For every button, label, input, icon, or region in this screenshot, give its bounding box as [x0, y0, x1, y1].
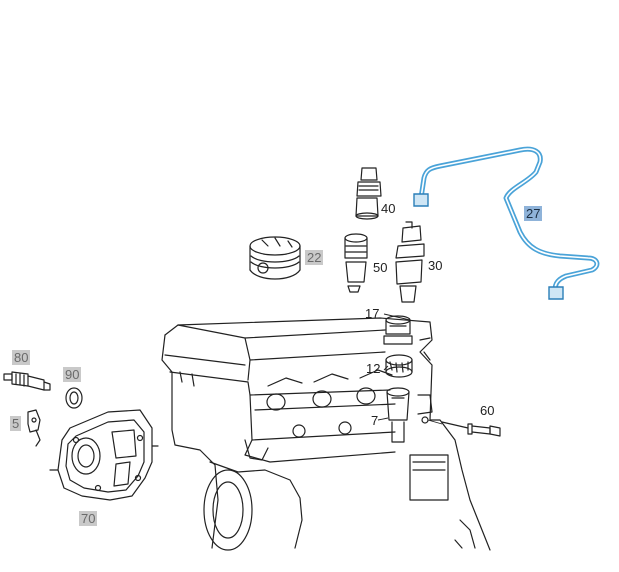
injector-30-drawing	[395, 221, 425, 303]
injector-40-drawing	[355, 167, 382, 220]
glow-plug-60-drawing	[441, 421, 501, 437]
callout-60[interactable]: 60	[480, 403, 495, 418]
injection-line-27-drawing[interactable]	[413, 146, 600, 300]
callout-5[interactable]: 5	[10, 416, 22, 431]
callout-40[interactable]: 40	[381, 201, 396, 216]
callout-12[interactable]: 12	[366, 361, 381, 376]
callout-17[interactable]: 17	[365, 306, 380, 321]
callout-30[interactable]: 30	[428, 258, 443, 273]
callout-7[interactable]: 7	[371, 413, 379, 428]
cover-70-drawing	[49, 409, 159, 501]
callout-90[interactable]: 90	[63, 367, 82, 382]
callout-27[interactable]: 27	[524, 206, 543, 221]
nozzle-50-drawing	[344, 233, 368, 293]
callout-70[interactable]: 70	[79, 511, 98, 526]
seal-90-drawing	[65, 387, 83, 409]
callout-50[interactable]: 50	[373, 260, 388, 275]
piston-drawing	[249, 236, 301, 280]
sender-80-drawing	[3, 371, 51, 391]
callout-22[interactable]: 22	[305, 250, 324, 265]
prechamber-7-drawing	[386, 387, 410, 443]
clip-5-drawing	[27, 409, 41, 447]
engine-block-drawing	[161, 317, 491, 551]
callout-80[interactable]: 80	[12, 350, 31, 365]
ring-12-drawing	[385, 354, 413, 378]
